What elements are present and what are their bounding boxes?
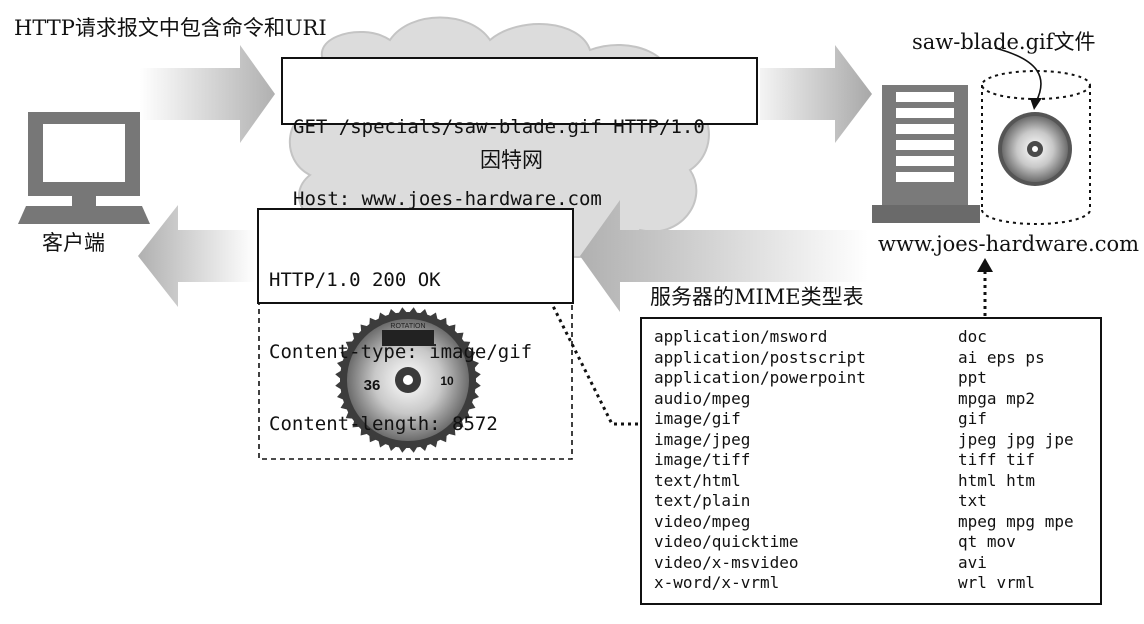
request-line-1: GET /specials/saw-blade.gif HTTP/1.0: [293, 116, 705, 138]
mime-to-server-dotted-arrow: [977, 258, 993, 316]
file-label-pointer-arrow: [994, 47, 1042, 110]
mime-type-cell: x-word/x-vrml: [654, 573, 780, 592]
response-content-type-line: Content-type: image/gif: [269, 341, 533, 363]
mime-table-row: application/postscript ai eps ps: [654, 348, 1100, 369]
mime-table-row: image/jpeg jpeg jpg jpe: [654, 430, 1100, 451]
mime-type-cell: application/postscript: [654, 347, 866, 367]
mime-table-title: 服务器的MIME类型表: [650, 285, 864, 309]
mime-extension-cell: doc: [958, 327, 987, 346]
mime-table-row: image/tiff tiff tif: [654, 450, 1100, 471]
mime-table-row: video/mpeg mpeg mpg mpe: [654, 512, 1100, 533]
saw-blade-right-number: 10: [440, 374, 454, 388]
mime-type-cell: application/msword: [654, 327, 828, 346]
mime-type-cell: video/quicktime: [654, 532, 799, 551]
mime-type-cell: application/powerpoint: [654, 368, 866, 387]
response-status-line: HTTP/1.0 200 OK: [269, 269, 441, 291]
mime-table-row: application/msword doc: [654, 327, 1100, 348]
server-hostname-label: www.joes-hardware.com: [878, 232, 1140, 256]
mime-table-row: video/x-msvideo avi: [654, 553, 1100, 574]
mime-extension-cell: ppt: [958, 368, 987, 387]
mime-extension-cell: mpga mp2: [958, 388, 1036, 408]
request-heading: HTTP请求报文中包含命令和URI: [14, 16, 327, 40]
mime-type-table: application/msword doc application/postscr…: [640, 317, 1102, 605]
mime-type-cell: image/tiff: [654, 450, 751, 469]
server-tower-icon: [872, 85, 980, 223]
client-computer-icon: [18, 112, 150, 224]
mime-table-row: text/plain txt: [654, 491, 1100, 512]
client-label: 客户端: [42, 231, 105, 255]
mime-extension-cell: jpeg jpg jpe: [958, 429, 1074, 449]
mime-type-cell: video/mpeg: [654, 511, 751, 531]
mime-table-row: video/quicktime qt mov: [654, 532, 1100, 553]
request-line-2: Host: www.joes-hardware.com: [293, 188, 602, 210]
mime-extension-cell: gif: [958, 409, 987, 428]
mime-type-cell: video/x-msvideo: [654, 552, 799, 572]
file-label: saw-blade.gif文件: [912, 30, 1096, 54]
internet-label: 因特网: [480, 148, 543, 172]
mime-extension-cell: wrl vrml: [958, 573, 1036, 592]
mime-extension-cell: ai eps ps: [958, 347, 1045, 367]
stored-saw-blade-icon: [998, 112, 1072, 186]
mime-extension-cell: mpeg mpg mpe: [958, 511, 1074, 531]
mime-type-cell: audio/mpeg: [654, 388, 751, 408]
mime-table-row: x-word/x-vrml wrl vrml: [654, 573, 1100, 594]
response-arrow-from-server: [580, 200, 868, 312]
mime-extension-cell: txt: [958, 491, 987, 510]
response-saw-blade-image: ROTATION 36 10: [335, 307, 481, 453]
mime-type-cell: text/plain: [654, 491, 751, 510]
mime-type-cell: image/gif: [654, 409, 741, 428]
mime-extension-cell: tiff tif: [958, 450, 1036, 469]
mime-table-row: application/powerpoint ppt: [654, 368, 1100, 389]
mime-extension-cell: qt mov: [958, 532, 1016, 551]
response-message-box: HTTP/1.0 200 OK Content-type: image/gif …: [257, 208, 574, 435]
saw-blade-rotation-text: ROTATION: [390, 323, 425, 330]
mime-type-cell: text/html: [654, 470, 741, 490]
request-message-box: GET /specials/saw-blade.gif HTTP/1.0 Hos…: [281, 57, 758, 210]
mime-type-cell: image/jpeg: [654, 429, 751, 449]
response-arrow-to-client: [138, 205, 255, 307]
request-arrow-right-segment: [760, 45, 872, 143]
response-content-length-line: Content-length: 8572: [269, 413, 498, 435]
mime-extension-cell: avi: [958, 552, 987, 572]
mime-table-row: text/html html htm: [654, 471, 1100, 492]
mime-table-row: image/gif gif: [654, 409, 1100, 430]
mime-table-row: audio/mpeg mpga mp2: [654, 389, 1100, 410]
saw-blade-left-number: 36: [364, 377, 381, 394]
mime-extension-cell: html htm: [958, 470, 1036, 490]
request-arrow-left-segment: [140, 45, 275, 143]
